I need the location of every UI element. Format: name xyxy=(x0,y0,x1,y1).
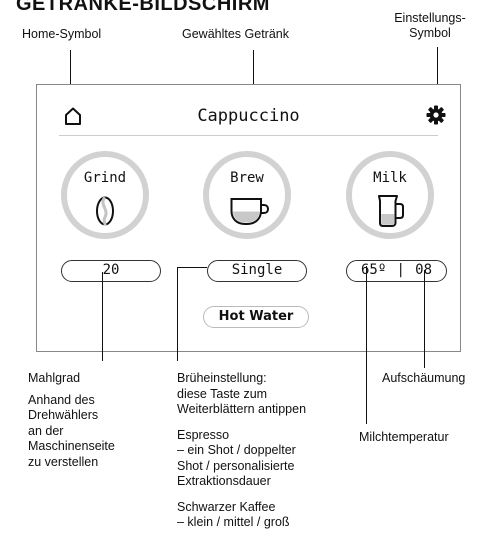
callout-line-drink xyxy=(253,50,254,88)
callout-settings-line2: Symbol xyxy=(409,26,451,40)
espresso-line: Extraktionsdauer xyxy=(177,474,271,488)
black-coffee-block: Schwarzer Kaffee – klein / mittel / groß xyxy=(177,500,306,531)
callout-settings-line1: Einstellungs- xyxy=(394,11,466,25)
grind-dial[interactable]: Grind xyxy=(61,151,149,239)
mahlgrad-line: Drehwählers xyxy=(28,408,99,422)
annotation-aufschaeumung: Aufschäumung xyxy=(382,371,466,385)
mahlgrad-description: Anhand des Drehwählers an der Maschinens… xyxy=(28,393,115,471)
mahlgrad-line: Anhand des xyxy=(28,392,95,407)
gear-icon[interactable] xyxy=(426,105,446,125)
milk-settings[interactable]: 65º | 08 xyxy=(346,260,447,282)
milk-dial[interactable]: Milk xyxy=(346,151,434,239)
callout-line-brew-vertical xyxy=(177,267,178,361)
callout-selected-drink: Gewähltes Getränk xyxy=(182,27,289,41)
bruehen-line: Brüheinstellung: xyxy=(177,371,267,385)
brew-label: Brew xyxy=(230,170,264,186)
callout-line-home xyxy=(70,50,71,88)
callout-line-settings xyxy=(437,47,438,89)
milk-separator: | xyxy=(396,262,405,278)
cup-icon xyxy=(230,198,270,225)
title-separator xyxy=(59,135,438,136)
mahlgrad-title: Mahlgrad xyxy=(28,371,81,385)
brew-setting-button[interactable]: Single xyxy=(207,260,307,282)
espresso-line: Shot / personalisierte xyxy=(177,458,295,473)
annotation-milchtemperatur: Milchtemperatur xyxy=(359,430,449,444)
grind-label: Grind xyxy=(83,170,127,186)
callout-settings-symbol: Einstellungs- Symbol xyxy=(385,11,475,41)
home-icon[interactable] xyxy=(63,106,83,126)
brew-dial[interactable]: Brew xyxy=(203,151,291,239)
callout-line-milk-temperature xyxy=(366,266,367,424)
espresso-block: Espresso – ein Shot / doppelter Shot / p… xyxy=(177,428,306,490)
callout-line-grind xyxy=(102,272,103,361)
milk-label: Milk xyxy=(373,170,407,186)
mahlgrad-line: zu verstellen xyxy=(28,454,99,469)
milk-temperature: 65º xyxy=(360,262,387,278)
callout-line-froth xyxy=(424,270,425,368)
annotation-mahlgrad: Mahlgrad Anhand des Drehwählers an der M… xyxy=(28,371,115,470)
espresso-line: Espresso xyxy=(177,427,230,442)
bruehen-line: diese Taste zum xyxy=(177,386,268,401)
grind-value[interactable]: 20 xyxy=(61,260,161,282)
hot-water-button[interactable]: Hot Water xyxy=(203,306,309,328)
mahlgrad-line: Maschinenseite xyxy=(28,439,115,453)
milk-froth: 08 xyxy=(415,262,432,278)
drink-screen: Cappuccino Grind Brew xyxy=(36,84,461,352)
milk-jug-icon xyxy=(378,195,404,227)
page-heading: GETRÄNKE-BILDSCHIRM xyxy=(16,0,270,15)
mahlgrad-line: an der xyxy=(28,423,64,438)
bruehen-line: Weiterblättern antippen xyxy=(177,402,307,416)
annotation-brueheinstellung: Brüheinstellung: diese Taste zum Weiterb… xyxy=(177,371,306,531)
black-coffee-line: Schwarzer Kaffee xyxy=(177,499,276,514)
callout-line-brew-horizontal xyxy=(177,267,207,268)
callout-home-symbol: Home-Symbol xyxy=(22,27,102,41)
drink-title: Cappuccino xyxy=(197,106,300,126)
coffee-bean-icon xyxy=(96,196,114,226)
black-coffee-line: – klein / mittel / groß xyxy=(177,515,290,529)
espresso-line: – ein Shot / doppelter xyxy=(177,443,296,457)
